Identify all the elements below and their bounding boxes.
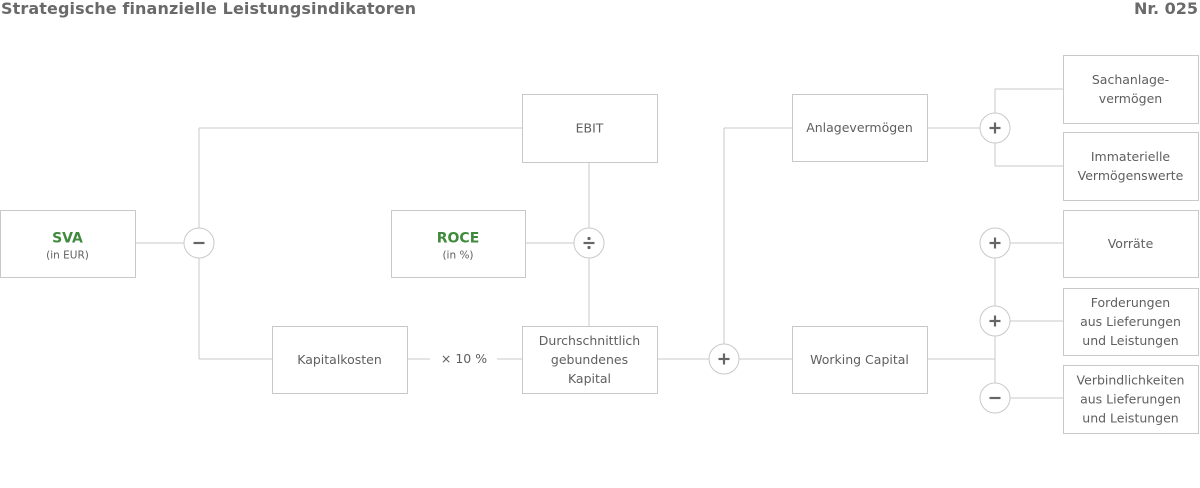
box-text-line: aus Lieferungen xyxy=(1080,392,1181,407)
figure-number: Nr. 025 xyxy=(1133,0,1198,18)
box-frame xyxy=(1063,288,1199,356)
box-text-line: und Leistungen xyxy=(1082,411,1178,426)
box-sublabel: (in %) xyxy=(442,250,473,262)
plus-icon xyxy=(708,343,740,375)
box-text-line: vermögen xyxy=(1099,91,1162,106)
box-text-line: Kapitalkosten xyxy=(297,352,382,367)
box-ebit: EBIT xyxy=(522,94,658,163)
operator-nodes xyxy=(183,112,1011,414)
operator-dot xyxy=(587,245,591,250)
box-verbindlichkeiten: Verbindlichkeiten aus Lieferungen und Leis… xyxy=(1063,365,1199,434)
box-text-line: gebundenes xyxy=(551,352,628,367)
box-text-line: Working Capital xyxy=(810,352,909,367)
box-text-line: Vermögenswerte xyxy=(1078,168,1184,183)
box-sva: SVA (in EUR) xyxy=(0,210,136,278)
box-frame xyxy=(1063,55,1199,124)
plus-icon xyxy=(979,112,1011,144)
multiplier-label: × 10 % xyxy=(441,351,487,366)
diagram-boxes: SVA (in EUR) EBIT ROCE (in %) Kapitalkosten Du… xyxy=(0,55,1199,434)
box-frame xyxy=(1063,210,1199,278)
box-frame xyxy=(0,210,136,278)
box-frame xyxy=(522,326,658,394)
box-text-line: und Leistungen xyxy=(1082,333,1178,348)
box-text-line: Anlagevermögen xyxy=(806,120,913,135)
box-text-line: Kapital xyxy=(568,371,611,386)
box-working-capital: Working Capital xyxy=(792,326,928,394)
box-label: SVA xyxy=(52,231,83,247)
box-frame xyxy=(391,210,526,278)
box-text-line: EBIT xyxy=(576,121,604,136)
plus-icon xyxy=(979,227,1011,259)
box-frame xyxy=(522,94,658,163)
box-frame xyxy=(272,326,408,394)
box-text-line: aus Lieferungen xyxy=(1080,314,1181,329)
box-text-line: Verbindlichkeiten xyxy=(1077,373,1185,388)
connector-labels: × 10 % xyxy=(441,351,487,366)
minus-icon xyxy=(979,382,1011,414)
box-frame xyxy=(792,94,928,162)
box-text-line: Durchschnittlich xyxy=(539,333,640,348)
box-frame xyxy=(1063,132,1199,201)
box-label: ROCE xyxy=(437,231,480,247)
operator-dot xyxy=(587,236,591,241)
plus-icon xyxy=(979,305,1011,337)
box-kapitalkosten: Kapitalkosten xyxy=(272,326,408,394)
box-text-line: Vorräte xyxy=(1108,236,1154,251)
box-anlagevermoegen: Anlagevermögen xyxy=(792,94,928,162)
box-forderungen: Forderungen aus Lieferungen und Leistungen xyxy=(1063,288,1199,356)
connector-lines xyxy=(135,88,1063,399)
box-text-line: Sachanlage- xyxy=(1092,72,1169,87)
minus-icon xyxy=(183,227,215,259)
box-frame xyxy=(1063,365,1199,434)
box-sublabel: (in EUR) xyxy=(46,250,89,262)
box-text-line: Forderungen xyxy=(1091,295,1170,310)
box-roce: ROCE (in %) xyxy=(391,210,526,278)
box-vorraete: Vorräte xyxy=(1063,210,1199,278)
page-title: Strategische finanzielle Leistungsindika… xyxy=(1,0,417,18)
box-frame xyxy=(792,326,928,394)
divide-icon xyxy=(573,227,605,259)
box-text-line: Immaterielle xyxy=(1091,149,1171,164)
box-sachanlage: Sachanlage-vermögen xyxy=(1063,55,1199,124)
